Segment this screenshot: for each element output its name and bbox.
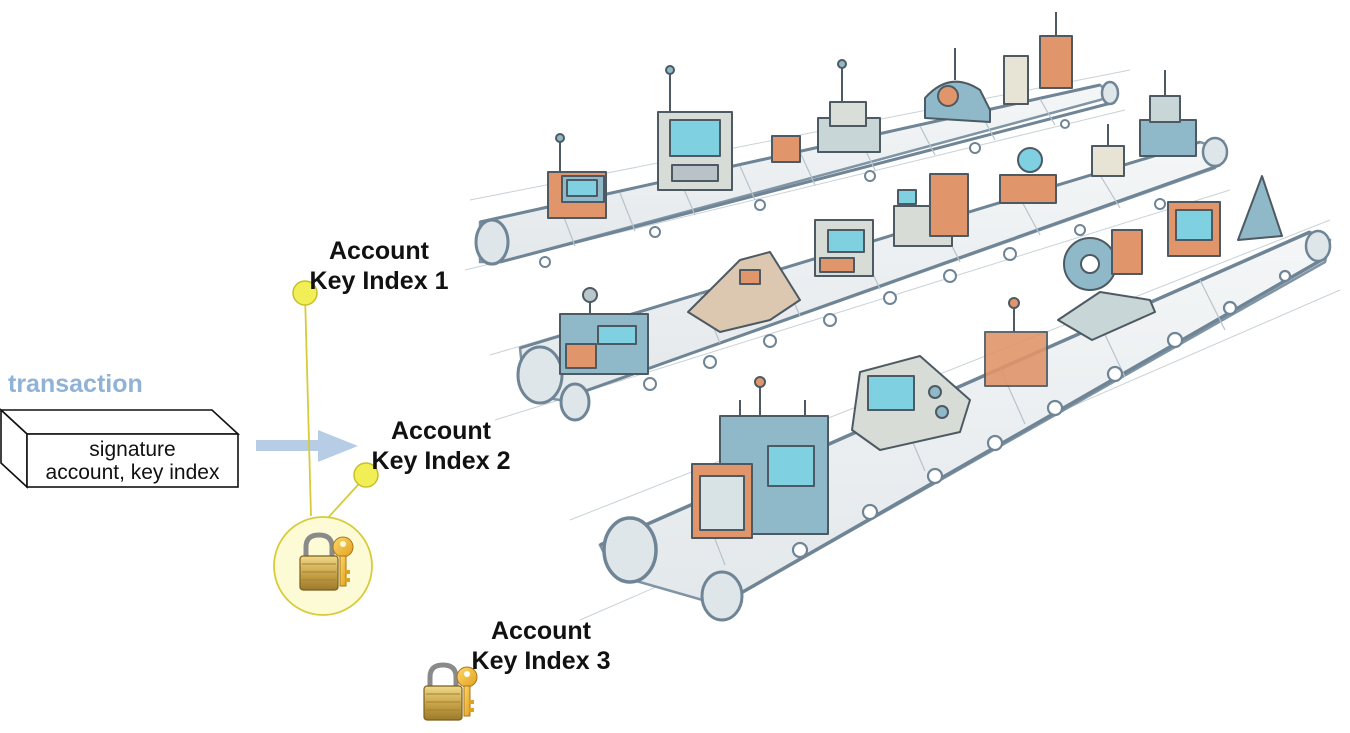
key-label-1-account: Account: [329, 237, 429, 265]
transaction-box: [0, 408, 241, 489]
robot-9: [814, 219, 874, 277]
padlock-key-icon: [423, 662, 478, 721]
key-label-1-index: Key Index 1: [309, 267, 449, 295]
robot-19: [1237, 175, 1283, 241]
key-link-lines: [304, 293, 367, 521]
robot-6: [1003, 12, 1073, 105]
padlock-key-icon: [299, 532, 354, 591]
robot-5: [924, 48, 991, 123]
robot-3: [771, 135, 801, 163]
robot-15: [851, 355, 971, 451]
key-label-3-account: Account: [491, 617, 591, 645]
robot-2: [657, 65, 733, 191]
transaction-signature-text: signature: [89, 438, 176, 461]
robot-4: [817, 59, 881, 153]
transaction-title: transaction: [8, 370, 143, 398]
robot-7: [559, 287, 649, 375]
robot-1: [547, 133, 607, 219]
key-node-1: [292, 280, 318, 306]
key-label-3: Account Key Index 3: [452, 616, 630, 676]
robot-12: [1091, 124, 1125, 177]
robot-18: [1167, 201, 1221, 257]
machine-robots: [547, 12, 1283, 539]
robot-10: [893, 173, 969, 247]
key-label-3-index: Key Index 3: [471, 647, 611, 675]
key-node-2: [353, 462, 379, 488]
robot-16: [984, 297, 1048, 387]
robot-13: [1139, 70, 1197, 157]
key-label-2-account: Account: [391, 417, 491, 445]
robot-14: [691, 376, 829, 539]
transaction-account-key-text: account, key index: [45, 461, 220, 484]
flow-arrow: [256, 430, 358, 462]
key-label-2: Account Key Index 2: [352, 416, 530, 476]
robot-11: [999, 147, 1057, 204]
key-label-1: Account Key Index 1: [290, 236, 468, 296]
robot-17: [1057, 229, 1156, 341]
key-label-2-index: Key Index 2: [371, 447, 511, 475]
robot-8: [687, 251, 801, 333]
